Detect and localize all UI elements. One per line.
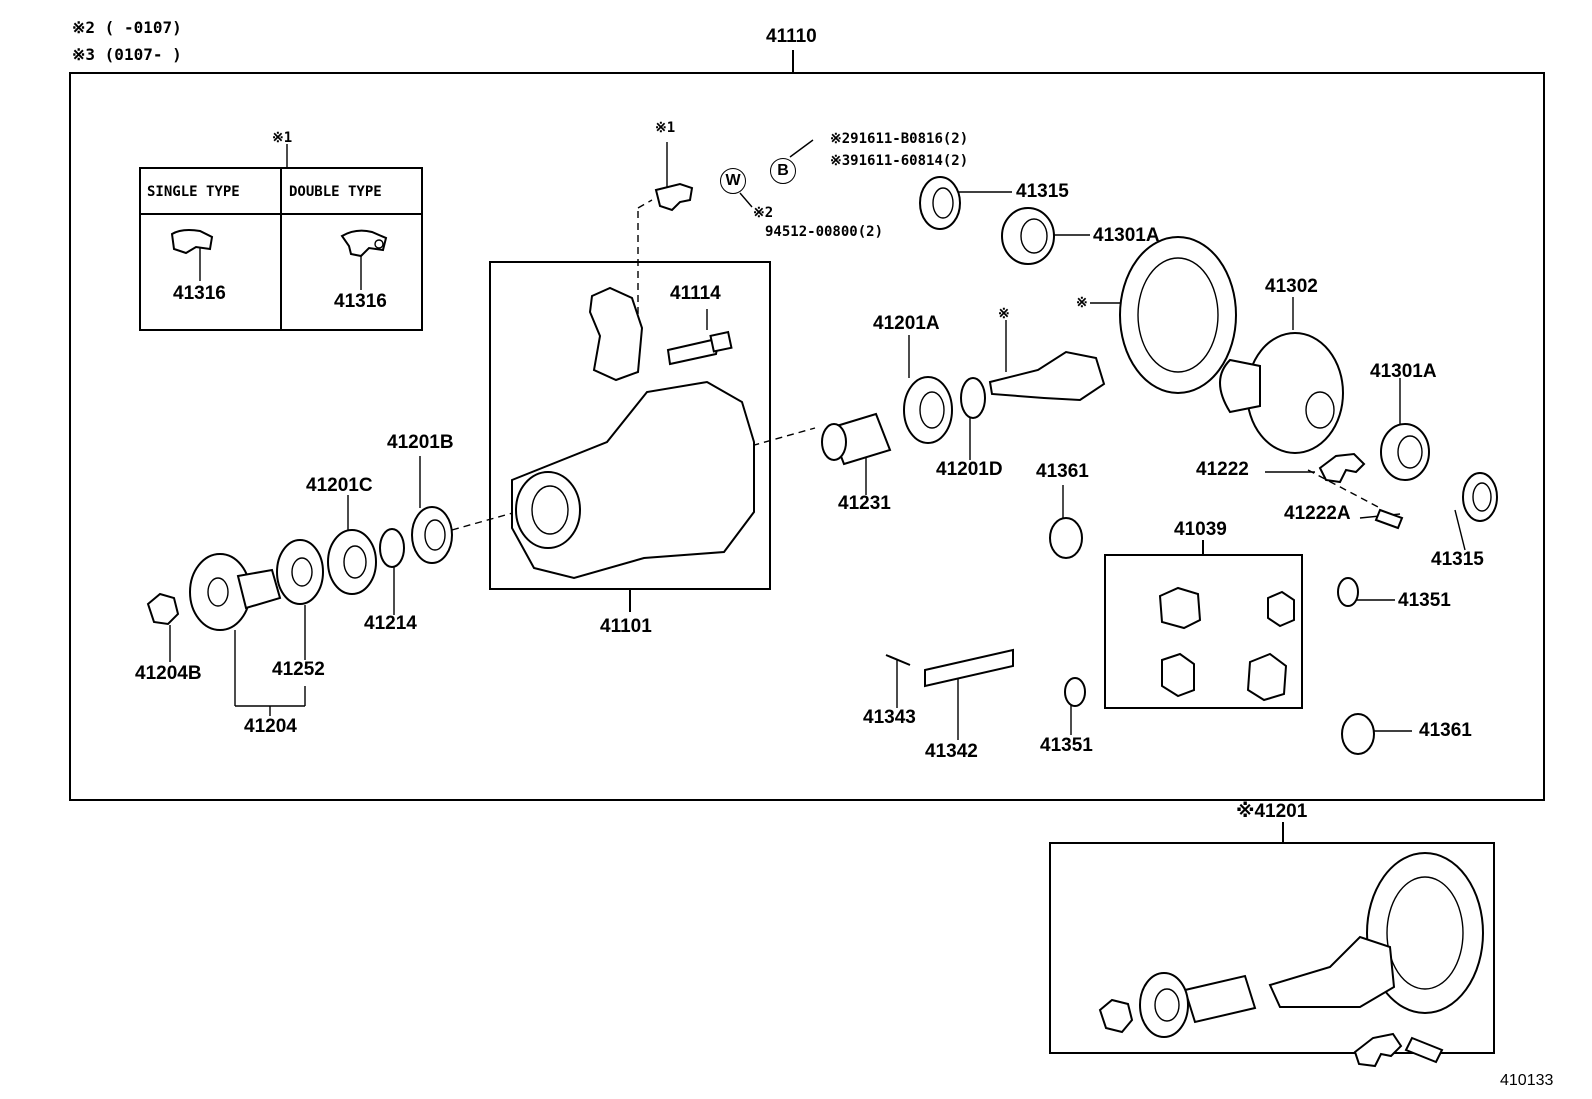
subassembly-frame [1049,842,1495,1054]
part-41039[interactable]: 41039 [1174,519,1227,540]
part-41201d[interactable]: 41201D [936,459,1003,480]
part-41361-mid[interactable]: 41361 [1036,461,1089,482]
star-note-ring-gear: ※ [1076,295,1088,311]
part-41342[interactable]: 41342 [925,741,978,762]
circle-w-icon: W [720,168,746,194]
part-41114[interactable]: 41114 [670,283,721,304]
part-41204[interactable]: 41204 [244,716,297,737]
part-41214[interactable]: 41214 [364,613,417,634]
part-41301a-right[interactable]: 41301A [1370,361,1437,382]
part-41361-bottom[interactable]: 41361 [1419,720,1472,741]
part-41222a[interactable]: 41222A [1284,503,1351,524]
table-note: ※1 [272,130,293,146]
legend-note-3: ※3 (0107- ) [72,45,182,64]
part-41204b[interactable]: 41204B [135,663,202,684]
bolt-b-line2[interactable]: ※391611-60814(2) [830,153,969,169]
bolt-b-line1[interactable]: ※291611-B0816(2) [830,131,969,147]
bolt-w-part[interactable]: 94512-00800(2) [765,224,884,240]
part-41316-single[interactable]: 41316 [173,283,226,304]
part-41315-right[interactable]: 41315 [1431,549,1484,570]
part-41201c[interactable]: 41201C [306,475,373,496]
table-header-single: SINGLE TYPE [147,184,240,200]
star-note-pinion: ※ [998,306,1010,322]
table-header-double: DOUBLE TYPE [289,184,382,200]
part-41301a-top[interactable]: 41301A [1093,225,1160,246]
assembly-frame [69,72,1545,801]
part-41351-right[interactable]: 41351 [1398,590,1451,611]
note-1-callout: ※1 [655,120,676,136]
circle-b-icon: B [770,158,796,184]
part-41201a[interactable]: 41201A [873,313,940,334]
part-41231[interactable]: 41231 [838,493,891,514]
legend-note-2: ※2 ( -0107) [72,18,182,37]
diagram-code: 410133 [1500,1072,1554,1089]
bolt-w-note: ※2 [753,205,774,221]
part-41201b[interactable]: 41201B [387,432,454,453]
assembly-label[interactable]: 41110 [766,26,817,47]
part-41316-double[interactable]: 41316 [334,291,387,312]
subassembly-label[interactable]: ※41201 [1236,801,1308,822]
part-41343[interactable]: 41343 [863,707,916,728]
part-41351-bottom[interactable]: 41351 [1040,735,1093,756]
part-41252[interactable]: 41252 [272,659,325,680]
part-41315-top[interactable]: 41315 [1016,181,1069,202]
part-41222[interactable]: 41222 [1196,459,1249,480]
part-41101[interactable]: 41101 [600,616,652,637]
part-41302[interactable]: 41302 [1265,276,1318,297]
